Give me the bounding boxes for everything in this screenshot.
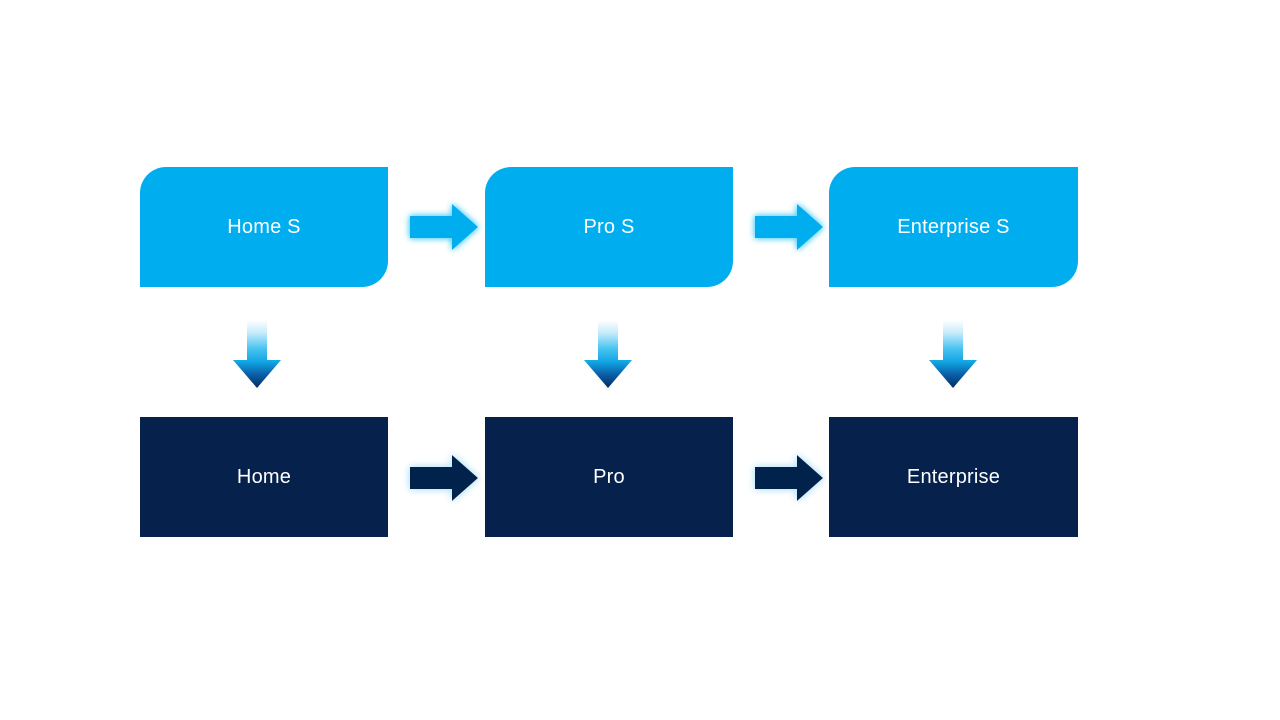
node-enterprise-s[interactable]: Enterprise S [829, 167, 1078, 287]
arrow-right-home-to-pro [408, 451, 480, 505]
node-home-label: Home [236, 466, 292, 488]
node-pro-s[interactable]: Pro S [485, 167, 733, 287]
node-enterprise-label: Enterprise [906, 466, 1001, 488]
node-pro-label: Pro [593, 466, 625, 488]
node-pro-s-label: Pro S [583, 216, 635, 238]
arrow-down-enterprise-s-to-enterprise [927, 320, 979, 390]
arrow-down-pro-s-to-pro [582, 320, 634, 390]
node-home-s-label: Home S [227, 216, 301, 238]
node-home-s[interactable]: Home S [140, 167, 388, 287]
arrow-right-pro-s-to-enterprise-s [753, 200, 825, 254]
node-enterprise[interactable]: Enterprise [829, 417, 1078, 537]
arrow-right-home-s-to-pro-s [408, 200, 480, 254]
arrow-right-pro-to-enterprise [753, 451, 825, 505]
node-home[interactable]: Home [140, 417, 388, 537]
node-pro[interactable]: Pro [485, 417, 733, 537]
arrow-down-home-s-to-home [231, 320, 283, 390]
node-enterprise-s-label: Enterprise S [897, 216, 1010, 238]
